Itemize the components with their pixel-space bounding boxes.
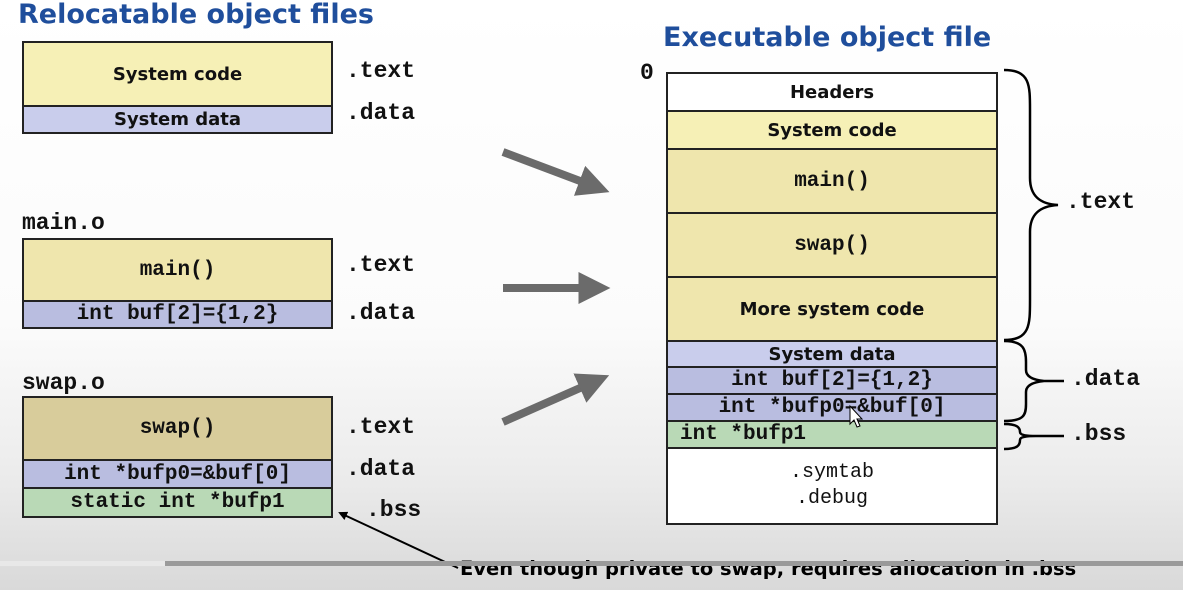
swap-data-label: .data (346, 456, 416, 482)
arrow-swap-to-exe (501, 373, 610, 426)
swap-bss-label: .bss (366, 497, 422, 523)
bss-brace (1003, 422, 1064, 451)
mouse-cursor-icon (849, 404, 864, 428)
swap-text-box: swap() (22, 396, 333, 461)
main-o-filename: main.o (22, 210, 105, 236)
exe-buf: int buf[2]={1,2} (666, 366, 998, 395)
executable-heading: Executable object file (663, 22, 992, 53)
text-brace (1003, 68, 1059, 342)
data-brace (1003, 339, 1064, 423)
video-progress-bar[interactable] (0, 561, 1183, 566)
main-text-label: .text (346, 252, 416, 278)
swap-bss-box: static int *bufp1 (22, 487, 333, 518)
video-progress-played (0, 561, 165, 566)
exe-data-label: .data (1071, 366, 1141, 392)
exe-system-data: System data (666, 340, 998, 368)
note-pointer-arrow (338, 511, 459, 569)
main-data-box: int buf[2]={1,2} (22, 300, 333, 329)
arrow-system-to-exe (501, 148, 610, 196)
relocatable-heading: Relocatable object files (18, 0, 374, 30)
main-text-box: main() (22, 238, 333, 302)
origin-zero-label: 0 (640, 60, 654, 86)
system-data-label: .data (346, 100, 416, 126)
exe-swap: swap() (666, 212, 998, 278)
exe-text-label: .text (1066, 189, 1136, 215)
swap-data-box: int *bufp0=&buf[0] (22, 459, 333, 489)
system-text-label: .text (346, 58, 416, 84)
exe-bss-label: .bss (1071, 421, 1127, 447)
main-data-label: .data (346, 300, 416, 326)
swap-text-label: .text (346, 414, 416, 440)
exe-symtab: .symtab (789, 461, 874, 484)
exe-headers: Headers (666, 72, 998, 112)
system-data-box: System data (22, 105, 333, 134)
exe-main: main() (666, 148, 998, 214)
exe-debug: .debug (795, 487, 868, 510)
exe-symtab-debug: .symtab .debug (666, 447, 998, 525)
swap-o-filename: swap.o (22, 370, 105, 396)
